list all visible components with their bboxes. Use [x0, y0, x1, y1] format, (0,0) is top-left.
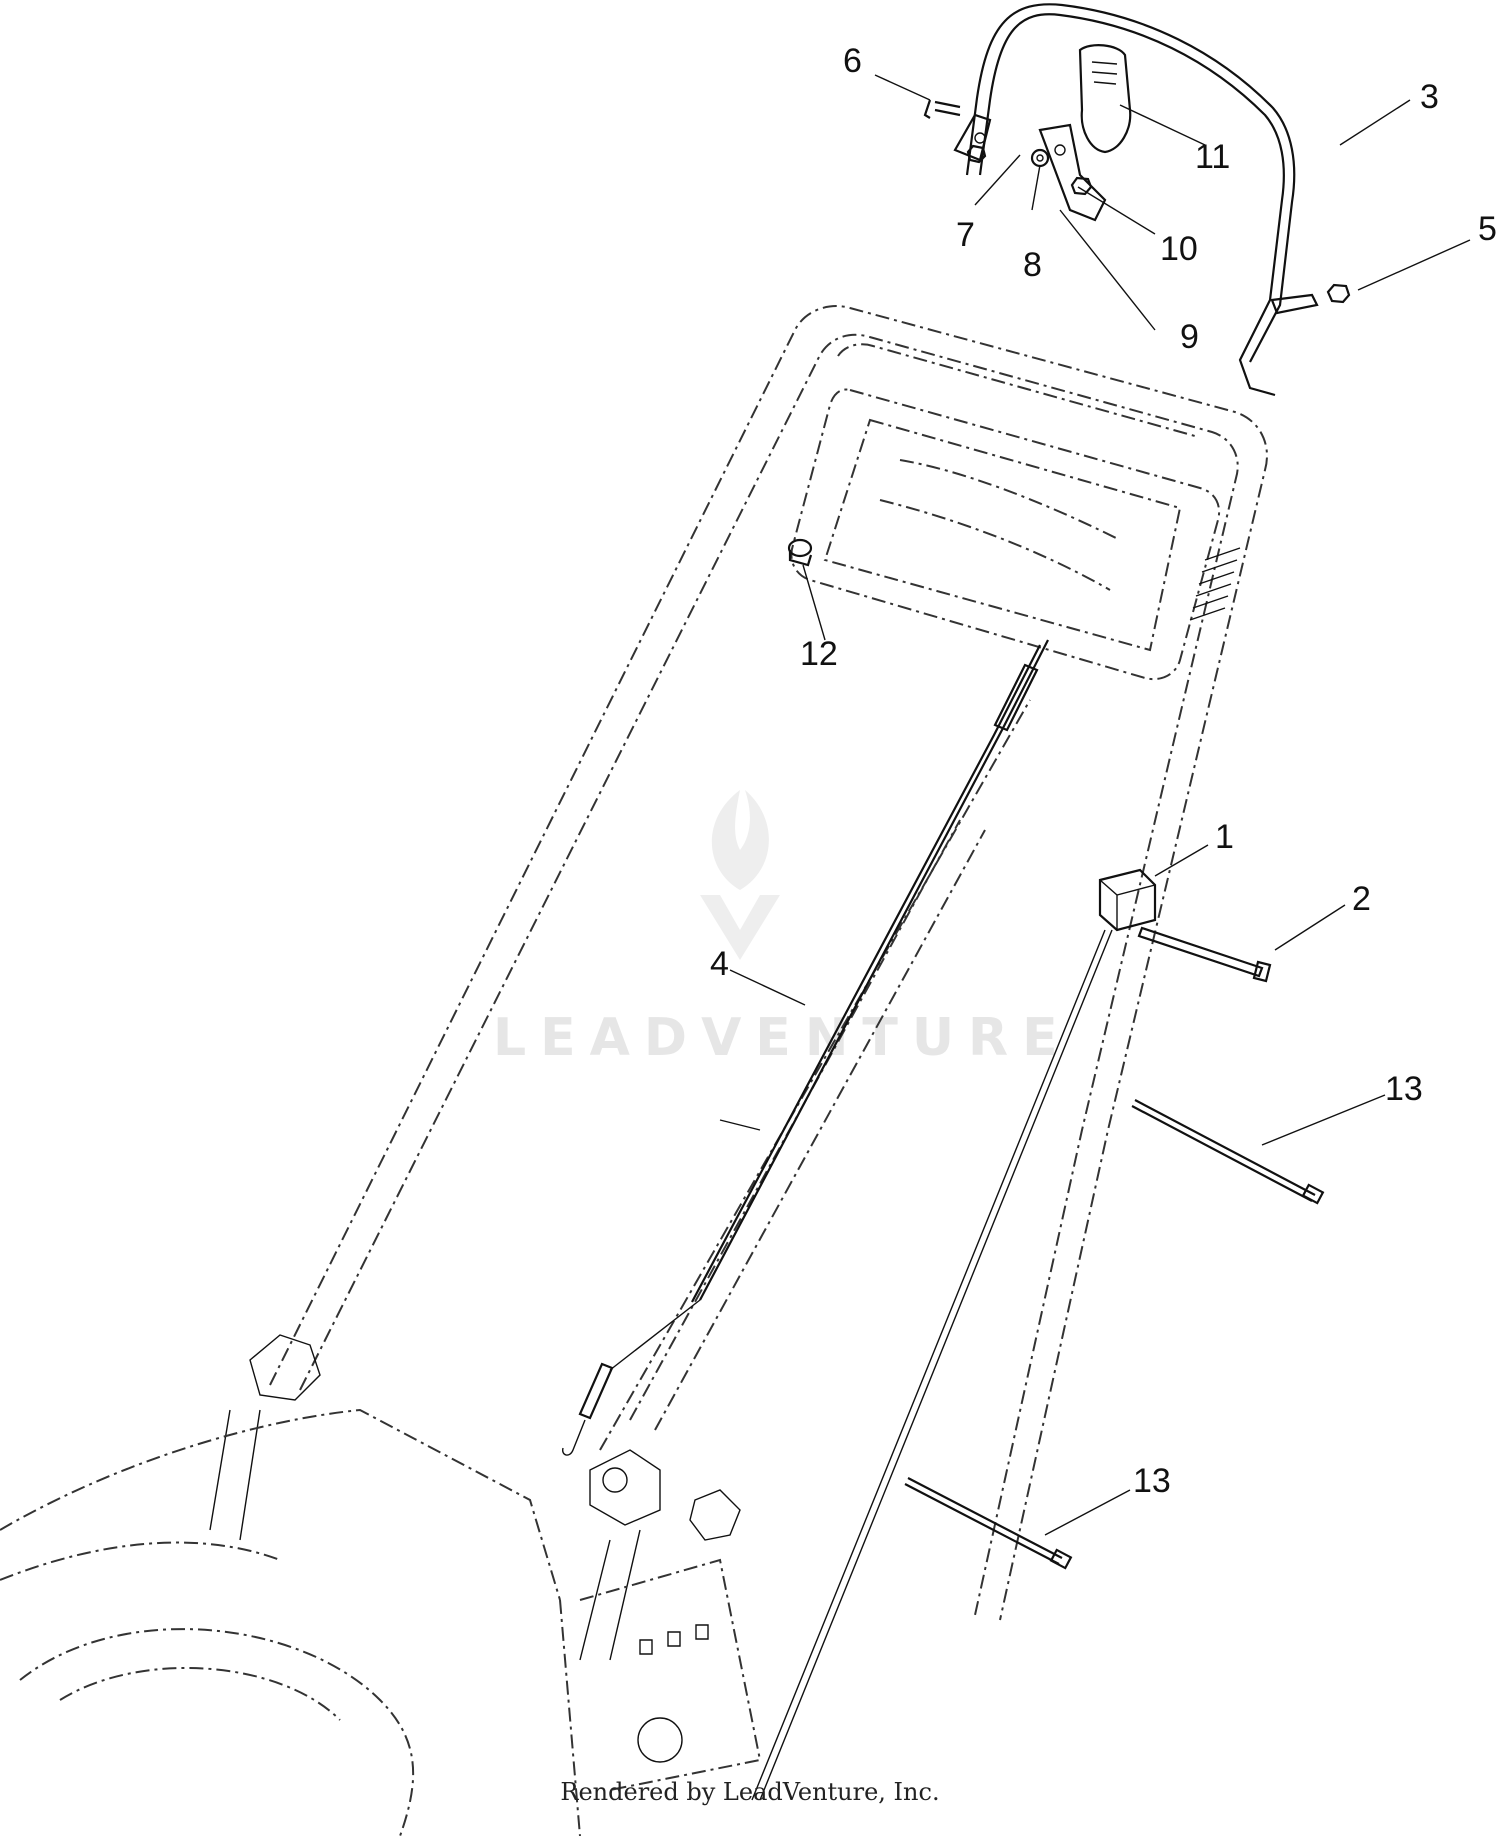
cable-wire [759, 929, 1113, 1801]
watermark-logo [700, 790, 780, 960]
leader-lines [729, 74, 1471, 1536]
part-11-lever-decal [1078, 44, 1132, 154]
watermark-text: LEADVENTURE [493, 1008, 1072, 1068]
callout-13-lower: 13 [1133, 1462, 1171, 1500]
part-13-cable-tie-upper [1131, 1099, 1325, 1205]
part-9-bracket [1038, 123, 1107, 222]
part-3-bail-handle [953, 3, 1319, 397]
callout-2: 2 [1352, 880, 1371, 918]
callout-12: 12 [800, 635, 838, 673]
part-13-cable-tie-lower [904, 1477, 1073, 1570]
callout-9: 9 [1180, 318, 1199, 356]
callout-10: 10 [1160, 230, 1198, 268]
part-2-bolt [1137, 926, 1272, 983]
handle-frame [0, 305, 1268, 1836]
callout-13-upper: 13 [1385, 1070, 1423, 1108]
part-4-cable [562, 639, 1049, 1456]
callout-11: 11 [1195, 138, 1230, 176]
callout-6: 6 [843, 42, 862, 80]
callout-7: 7 [956, 216, 975, 254]
part-1-cable-guide [1098, 868, 1157, 932]
callout-1: 1 [1215, 818, 1234, 856]
callout-8: 8 [1023, 246, 1042, 284]
part-12-plug [787, 538, 813, 567]
footer-credit: Rendered by LeadVenture, Inc. [560, 1778, 940, 1806]
callout-5: 5 [1478, 210, 1497, 248]
callout-4: 4 [710, 945, 729, 983]
callout-labels: 6 7 8 10 9 11 3 5 12 1 2 4 13 13 [710, 42, 1497, 1500]
callout-3: 3 [1420, 78, 1439, 116]
